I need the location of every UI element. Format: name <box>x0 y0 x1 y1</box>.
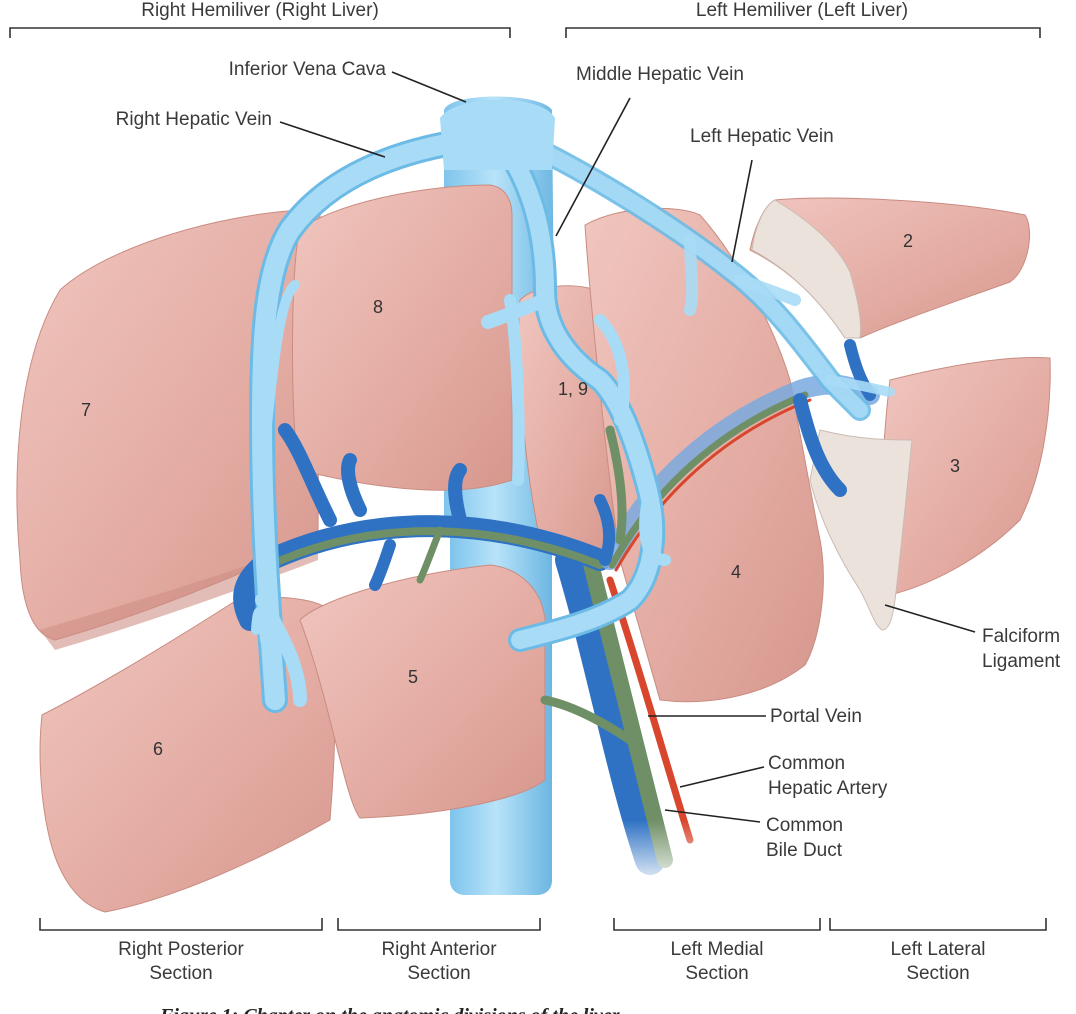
label-segment-1-9: 1, 9 <box>558 379 588 399</box>
label-segment-4: 4 <box>731 562 741 582</box>
label-right-posterior-2: Section <box>149 963 212 984</box>
label-segment-7: 7 <box>81 400 91 420</box>
label-right-posterior-1: Right Posterior <box>118 939 244 960</box>
label-rhv: Right Hepatic Vein <box>116 109 272 130</box>
bracket-right-hemiliver <box>9 27 511 38</box>
label-segment-2: 2 <box>903 231 913 251</box>
bracket-left-hemiliver <box>565 27 1041 38</box>
label-falciform-2: Ligament <box>982 651 1061 672</box>
label-left-medial-1: Left Medial <box>671 939 764 960</box>
label-cha-1: Common <box>768 753 845 774</box>
bracket-left-medial <box>613 918 821 931</box>
leader-bile-duct <box>664 809 761 823</box>
label-right-hemiliver: Right Hemiliver (Right Liver) <box>141 0 379 21</box>
bracket-right-anterior <box>337 918 541 931</box>
label-left-lateral-2: Section <box>906 963 969 984</box>
leader-ivc <box>391 71 467 103</box>
label-cbd-1: Common <box>766 815 843 836</box>
ligament-2 <box>751 199 861 339</box>
label-mhv: Middle Hepatic Vein <box>576 64 744 85</box>
leader-rhv <box>279 121 386 158</box>
leader-artery <box>679 766 765 788</box>
label-segment-8: 8 <box>373 297 383 317</box>
label-lhv: Left Hepatic Vein <box>690 126 834 147</box>
leader-lhv <box>731 159 753 263</box>
label-left-medial-2: Section <box>685 963 748 984</box>
label-right-anterior-2: Section <box>407 963 470 984</box>
label-right-anterior-1: Right Anterior <box>381 939 497 960</box>
segment-8-lobe <box>292 184 513 491</box>
label-segment-3: 3 <box>950 456 960 476</box>
label-cbd-2: Bile Duct <box>766 840 843 861</box>
leader-falciform <box>884 604 976 633</box>
hepatic-veins <box>249 99 895 713</box>
label-segment-5: 5 <box>408 667 418 687</box>
leader-mhv <box>555 97 631 237</box>
bracket-left-lateral <box>829 918 1047 931</box>
figure-caption: Figure 1: Chapter on the anatomic divisi… <box>159 1005 620 1014</box>
label-ivc: Inferior Vena Cava <box>229 59 387 80</box>
label-falciform-1: Falciform <box>982 626 1060 647</box>
bracket-right-posterior <box>39 918 323 931</box>
label-segment-6: 6 <box>153 739 163 759</box>
label-portal-vein: Portal Vein <box>770 706 862 727</box>
label-left-hemiliver: Left Hemiliver (Left Liver) <box>696 0 908 21</box>
segment-5-lobe <box>299 564 546 819</box>
label-cha-2: Hepatic Artery <box>768 778 888 799</box>
label-left-lateral-1: Left Lateral <box>890 939 985 960</box>
